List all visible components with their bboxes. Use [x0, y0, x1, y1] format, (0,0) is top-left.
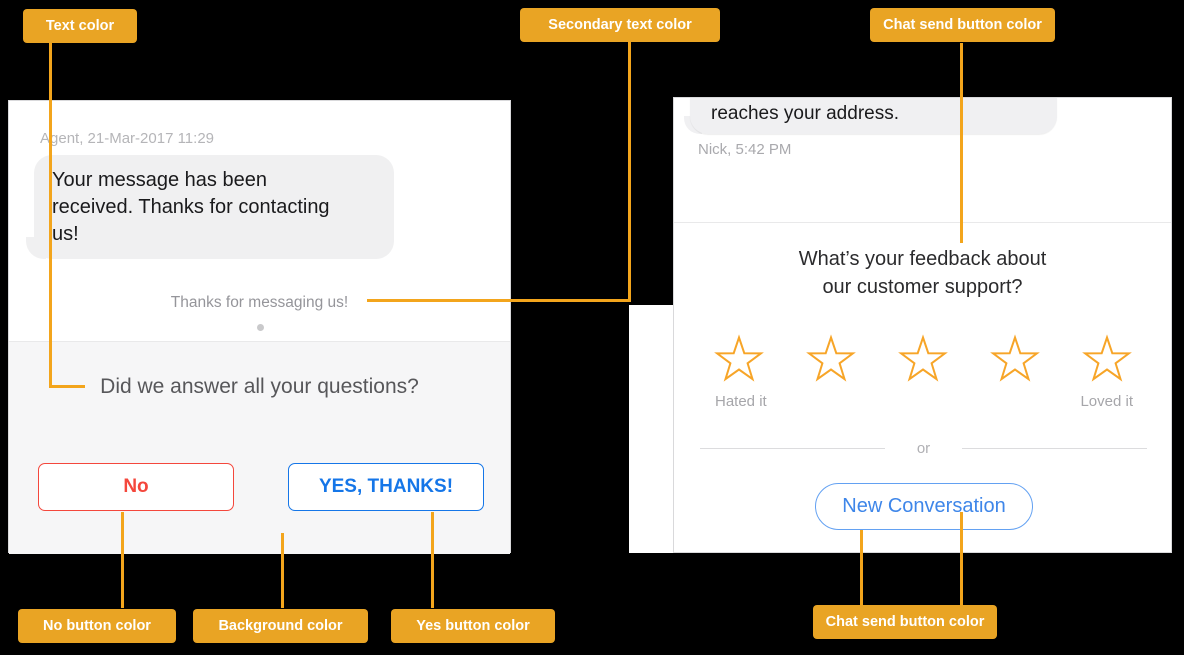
or-divider: or: [700, 440, 1147, 457]
star-icon[interactable]: [714, 334, 764, 383]
connector-secondary-horizontal: [367, 299, 631, 302]
feedback-question: What’s your feedback about our customer …: [674, 245, 1171, 301]
star-rating: [714, 334, 1132, 383]
annotation-chat-send-button-bottom: Chat send button color: [813, 605, 997, 639]
connector-text-color-vertical: [49, 42, 52, 387]
connector-chat-send-bottom-left: [860, 530, 863, 606]
star-icon[interactable]: [1082, 334, 1132, 383]
message-line: us!: [52, 223, 79, 245]
annotation-text-color: Text color: [23, 9, 137, 43]
scroll-dot: [257, 324, 264, 331]
survey-section: Did we answer all your questions? No YES…: [9, 341, 510, 554]
left-chat-panel: Agent, 21-Mar-2017 11:29 Your message ha…: [8, 100, 511, 554]
feedback-line: our customer support?: [822, 276, 1023, 298]
message-line: Your message has been: [52, 169, 267, 191]
connector-secondary-vertical: [628, 41, 631, 302]
secondary-status-text: Thanks for messaging us!: [170, 294, 349, 311]
annotation-yes-button-color: Yes button color: [391, 609, 555, 643]
survey-question: Did we answer all your questions?: [100, 375, 419, 398]
connector-chat-send-top: [960, 43, 963, 243]
rating-high-label: Loved it: [1080, 393, 1133, 410]
star-icon[interactable]: [990, 334, 1040, 383]
connector-text-color-horizontal: [49, 385, 85, 388]
no-button[interactable]: No: [38, 463, 234, 511]
annotation-secondary-text-color: Secondary text color: [520, 8, 720, 42]
message-line: received. Thanks for contacting: [52, 196, 330, 218]
star-icon[interactable]: [898, 334, 948, 383]
connector-background: [281, 533, 284, 608]
white-gap-strip: [629, 305, 673, 553]
feedback-line: What’s your feedback about: [798, 248, 1047, 270]
connector-no-button: [121, 512, 124, 608]
right-chat-panel: reaches your address. Nick, 5:42 PM What…: [673, 97, 1172, 553]
annotation-chat-send-button-top: Chat send button color: [870, 8, 1055, 42]
rating-low-label: Hated it: [715, 393, 767, 410]
yes-thanks-button[interactable]: YES, THANKS!: [288, 463, 484, 511]
agent-timestamp: Nick, 5:42 PM: [698, 141, 792, 158]
section-divider: [674, 222, 1171, 223]
agent-message-bubble: reaches your address.: [690, 98, 1057, 134]
connector-yes-button: [431, 512, 434, 608]
agent-message-bubble: Your message has been received. Thanks f…: [34, 155, 394, 259]
divider-line: [962, 448, 1147, 449]
or-label: or: [916, 440, 931, 457]
annotation-background-color: Background color: [193, 609, 368, 643]
annotation-no-button-color: No button color: [18, 609, 176, 643]
divider-line: [700, 448, 885, 449]
message-text: reaches your address.: [711, 103, 899, 124]
new-conversation-button[interactable]: New Conversation: [815, 483, 1033, 530]
connector-chat-send-bottom-right: [960, 512, 963, 606]
star-icon[interactable]: [806, 334, 856, 383]
agent-timestamp: Agent, 21-Mar-2017 11:29: [40, 130, 215, 147]
